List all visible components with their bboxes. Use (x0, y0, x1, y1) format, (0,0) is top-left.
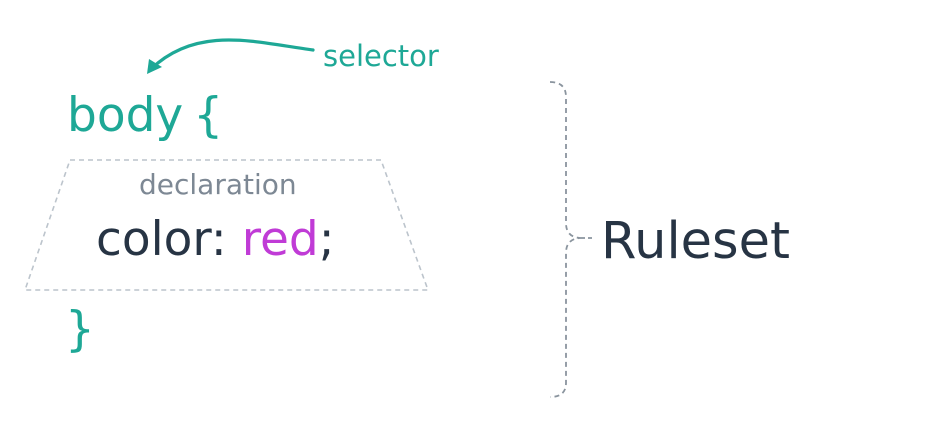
arrow-head (147, 59, 162, 74)
selector-body: body (67, 88, 184, 143)
curly-bracket-icon (549, 81, 581, 398)
declaration-line: color: red; (96, 216, 335, 263)
property-value: red (241, 212, 319, 267)
curved-arrow-icon (149, 38, 315, 71)
declaration-box (23, 159, 430, 291)
property-name: color: (96, 212, 227, 267)
ruleset-label: Ruleset (601, 212, 790, 271)
selector-label: selector (323, 39, 439, 73)
declaration-label: declaration (139, 168, 297, 201)
semicolon: ; (318, 212, 335, 267)
css-selector-line: body{ (67, 92, 223, 139)
open-brace: { (193, 88, 224, 143)
close-brace: } (65, 302, 95, 357)
